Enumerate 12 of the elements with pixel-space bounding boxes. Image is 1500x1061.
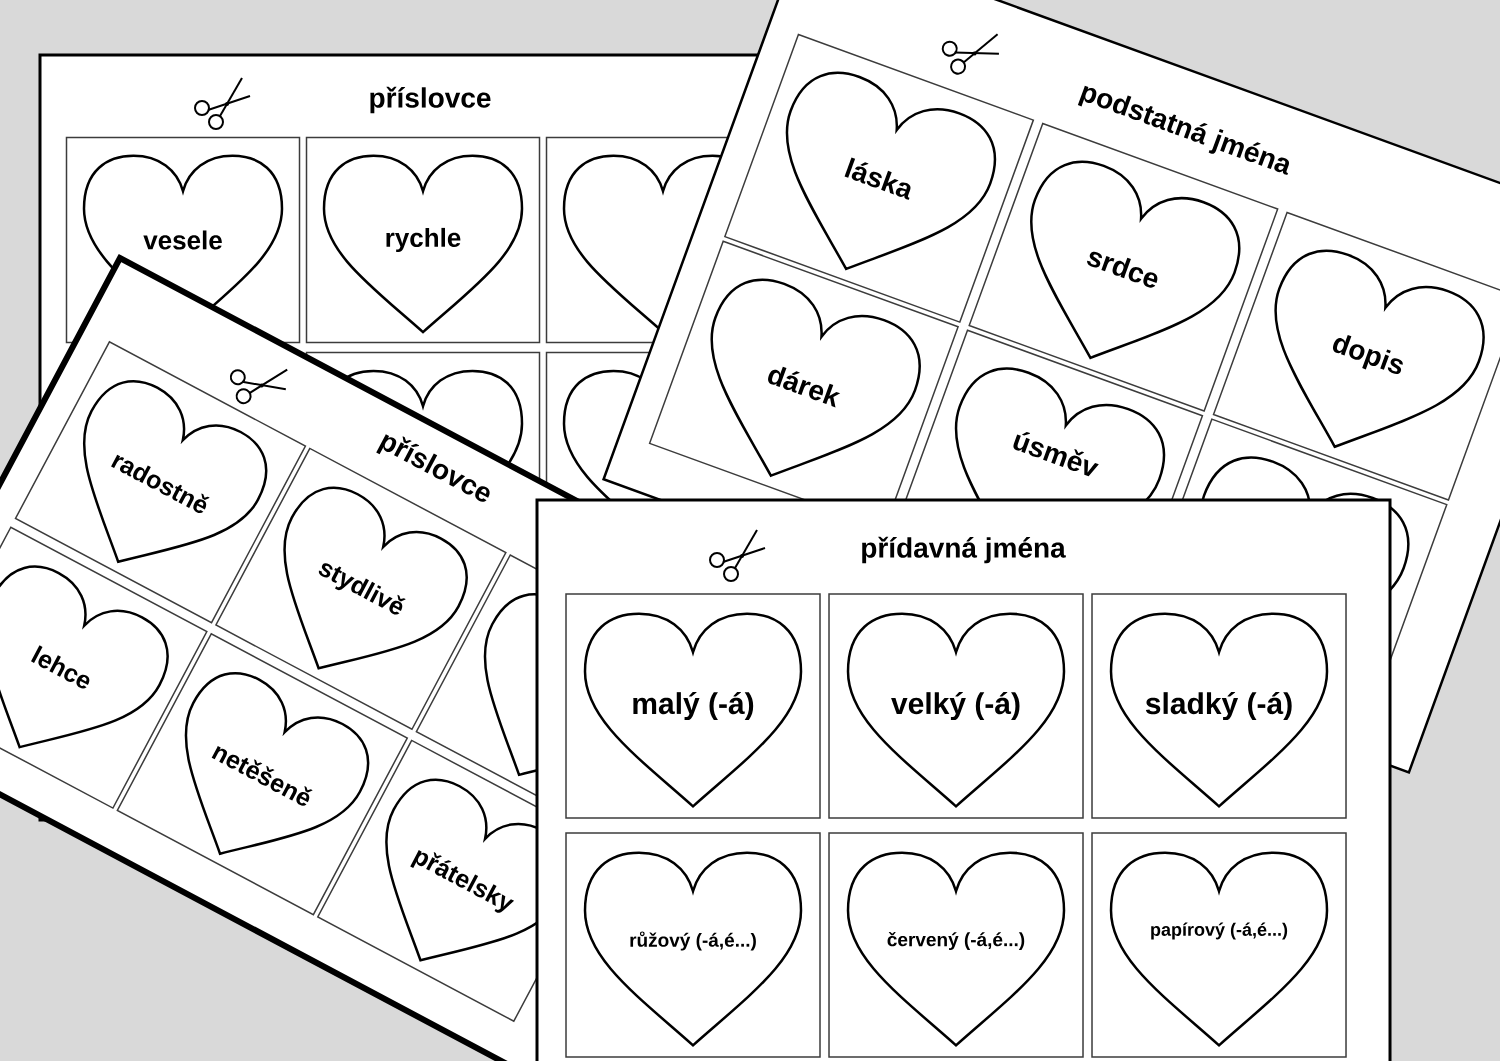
sheet-title: příslovce (370, 86, 491, 114)
heart: sladký (-á) (1109, 612, 1329, 808)
heart: dopis (1274, 249, 1485, 449)
heart: růžový (-á,é...) (583, 851, 803, 1047)
heart: dárek (710, 278, 921, 477)
heart: rychle (322, 154, 524, 334)
heart: srdce (1029, 160, 1241, 360)
heart: láska (785, 71, 997, 271)
heart: malý (-á) (583, 612, 803, 808)
heart: červený (-á,é...) (846, 851, 1066, 1047)
heart: velký (-á) (846, 612, 1066, 808)
heart: papírový (-á,é...) (1109, 851, 1329, 1047)
